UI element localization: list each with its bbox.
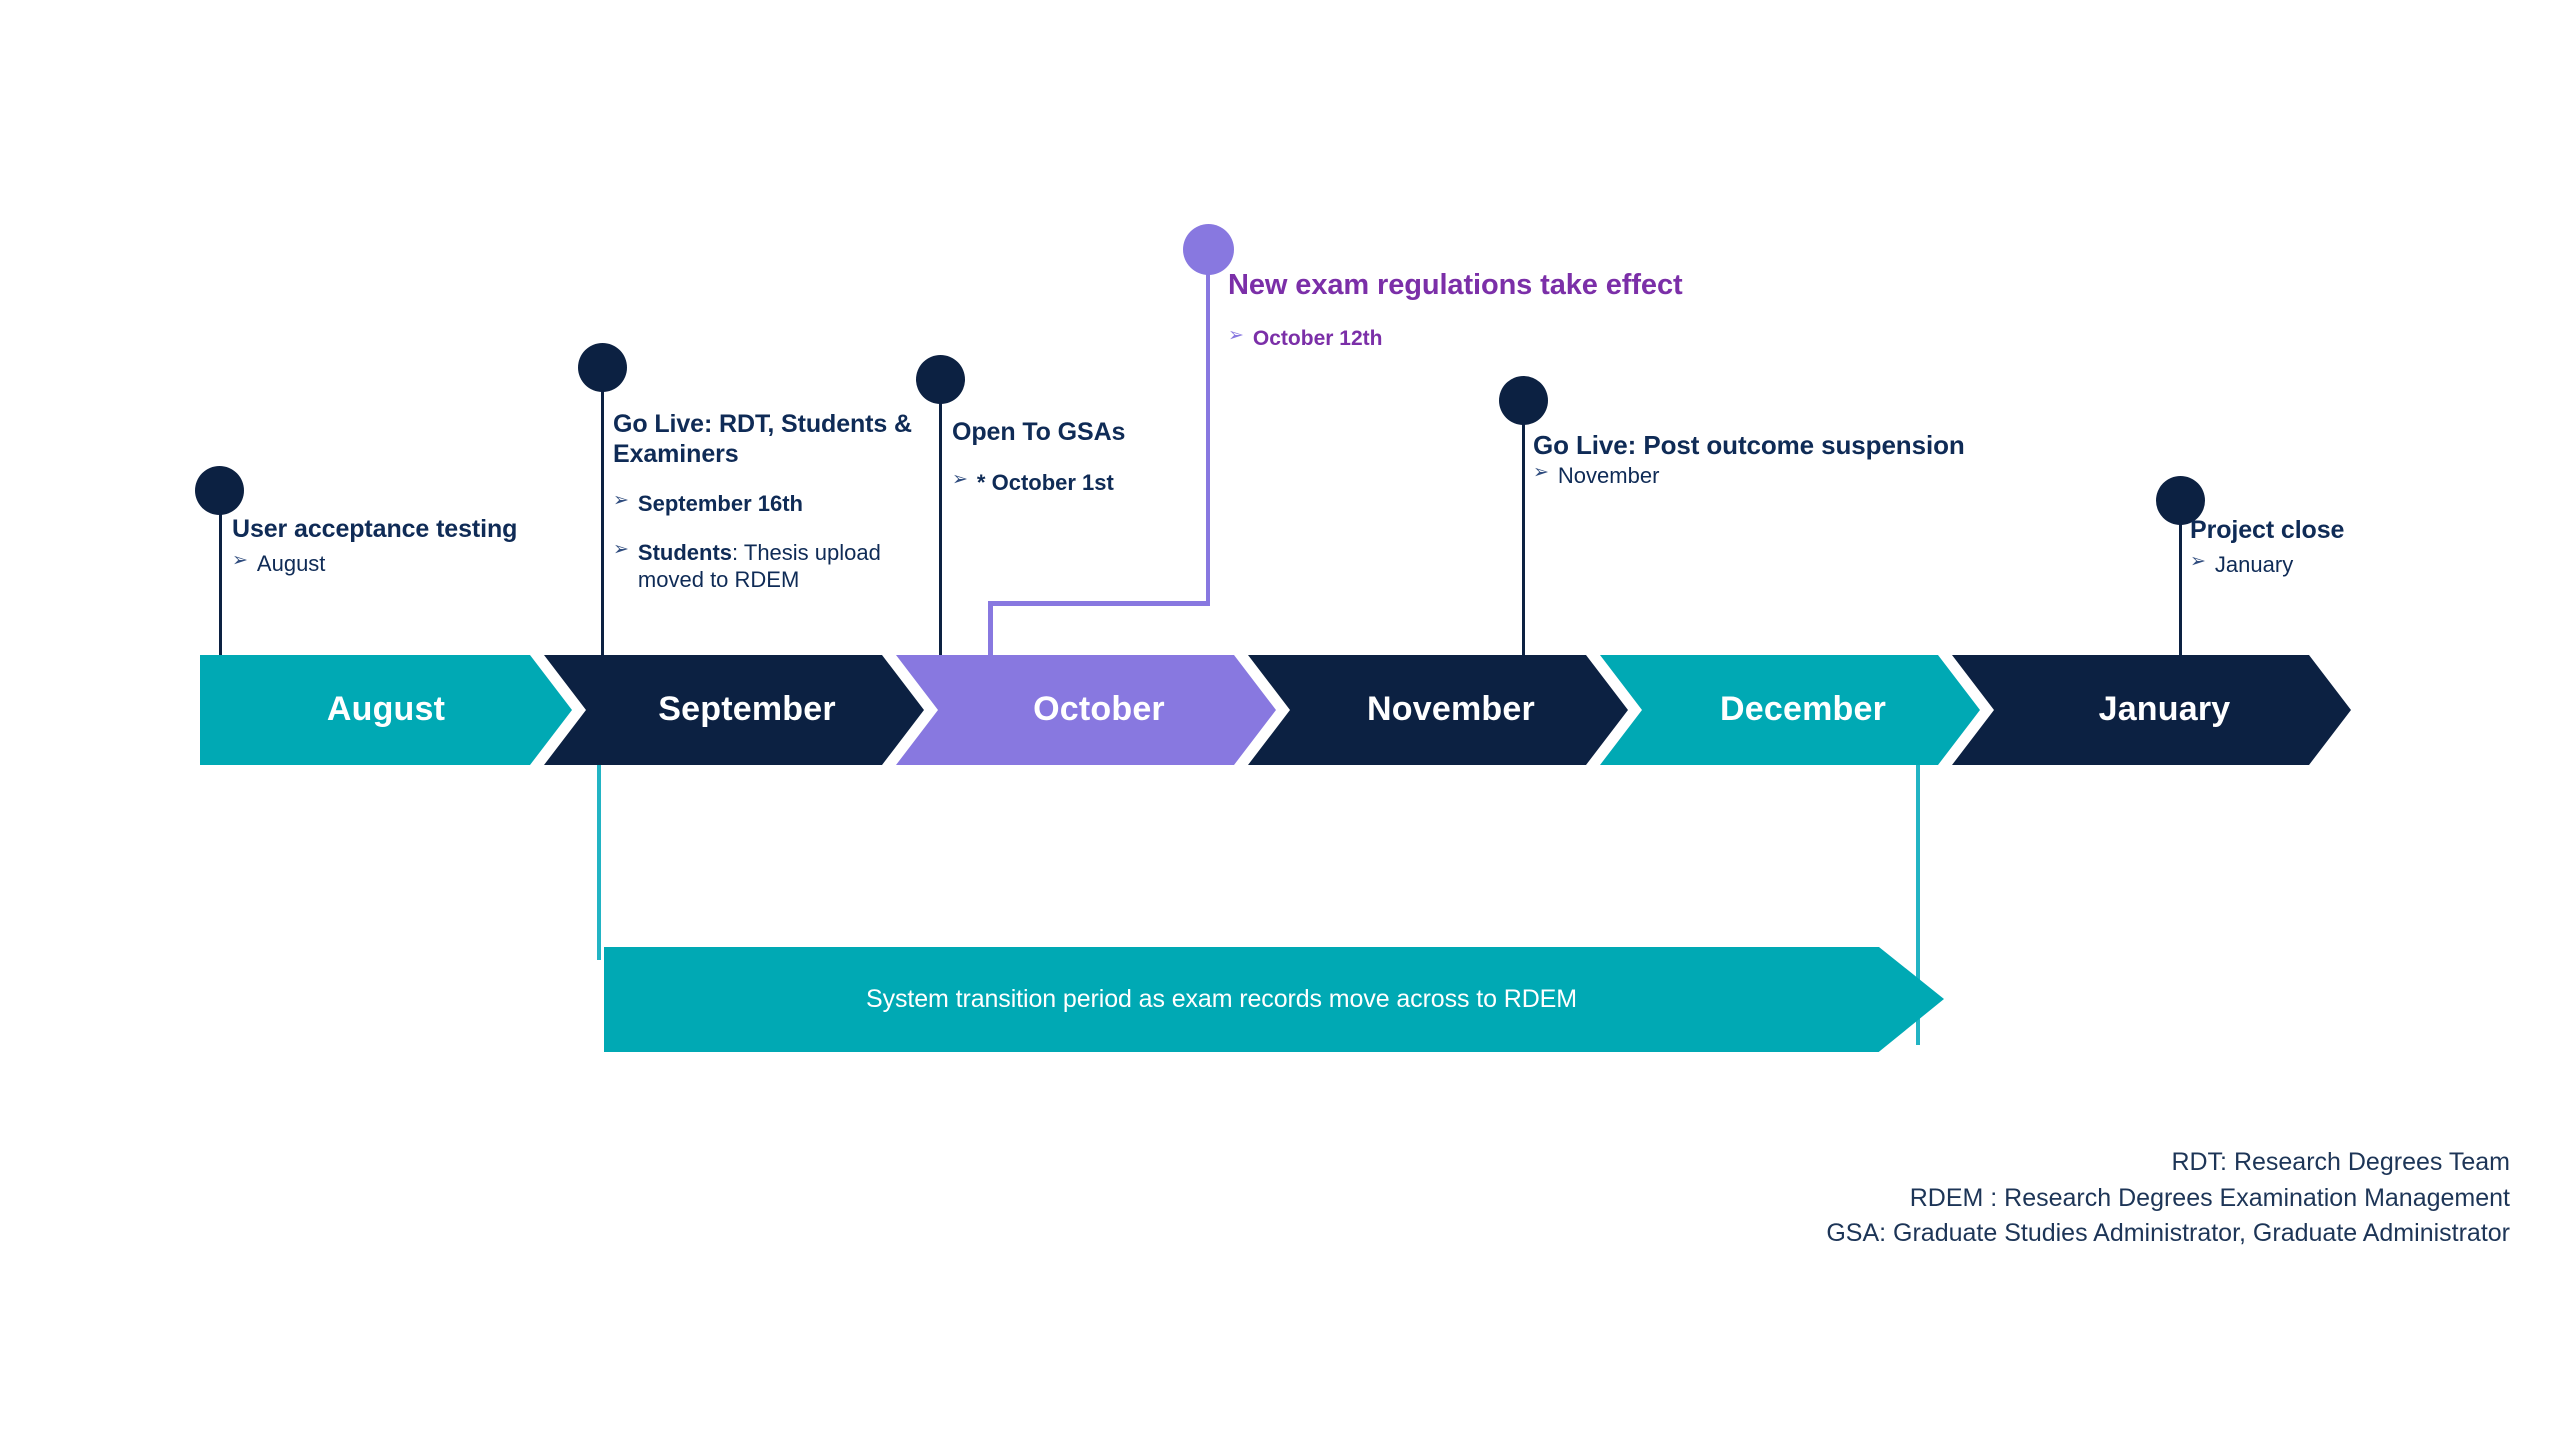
bullet-item: ➢ * October 1st — [952, 468, 1202, 497]
bullet-arrow-icon: ➢ — [613, 490, 629, 511]
bullet-arrow-icon: ➢ — [1533, 461, 1549, 483]
month-label: September — [658, 689, 836, 728]
milestone-user-acceptance-testing: User acceptance testing ➢ August — [232, 515, 577, 581]
month-chevron-january[interactable]: January — [1952, 655, 2351, 765]
marker-dot-november — [1499, 376, 1548, 425]
marker-dot-september — [578, 343, 627, 392]
legend-line: GSA: Graduate Studies Administrator, Gra… — [1826, 1219, 2510, 1247]
month-chevron-bar: August September October November Decemb… — [200, 655, 2375, 765]
bullet-text: September 16th — [637, 491, 803, 516]
marker-dot-january — [2156, 476, 2205, 525]
milestone-project-close: Project close ➢ January — [2190, 516, 2520, 582]
month-chevron-august[interactable]: August — [200, 655, 572, 765]
bullet-arrow-icon: ➢ — [1228, 325, 1244, 347]
marker-stem-october-gsa — [939, 380, 942, 720]
milestone-bullets: ➢ October 12th — [1228, 326, 1848, 352]
month-label: November — [1367, 689, 1535, 728]
bullet-item: ➢ August — [232, 549, 577, 578]
system-transition-arrow: System transition period as exam records… — [604, 947, 1944, 1052]
bullet-item: ➢ January — [2190, 550, 2520, 579]
marker-stem-september — [601, 368, 604, 720]
month-label: January — [2098, 689, 2231, 728]
month-label: October — [1033, 689, 1165, 728]
marker-stem-exam-regulations — [1206, 250, 1210, 605]
bullet-text: January — [2214, 551, 2294, 577]
bullet-text: Students: Thesis upload moved to RDEM — [638, 540, 943, 594]
milestone-open-to-gsas: Open To GSAs ➢ * October 1st — [952, 418, 1202, 500]
marker-stem-november — [1522, 400, 1525, 720]
milestone-new-exam-regulations: New exam regulations take effect ➢ Octob… — [1228, 268, 1848, 356]
marker-stem-august — [219, 490, 222, 720]
bullet-arrow-icon: ➢ — [2190, 550, 2206, 572]
bullet-text: October 12th — [1252, 327, 1383, 351]
milestone-go-live-post-outcome-suspension: Go Live: Post outcome suspension ➢ Novem… — [1533, 430, 2093, 494]
milestone-bullets: ➢ August — [232, 549, 577, 578]
month-chevron-september[interactable]: September — [544, 655, 924, 765]
legend-abbreviations: RDT: Research Degrees Team RDEM : Resear… — [1500, 1145, 2510, 1252]
bullet-rest: : Thesis upload moved to RDEM — [637, 539, 881, 592]
connector-transition-left — [597, 765, 601, 960]
legend-line: RDT: Research Degrees Team — [2171, 1148, 2510, 1176]
bullet-text: * October 1st — [976, 469, 1114, 495]
marker-dot-october-gsa — [916, 355, 965, 404]
milestone-title: Go Live: Post outcome suspension — [1533, 430, 1965, 460]
month-chevron-november[interactable]: November — [1248, 655, 1628, 765]
milestone-title: User acceptance testing — [232, 515, 518, 543]
bullet-item: ➢ November — [1533, 461, 2093, 490]
milestone-bullets: ➢ January — [2190, 550, 2520, 579]
connector-exam-regulations-vertical — [988, 601, 993, 661]
milestone-bullets: ➢ September 16th ➢ Students: Thesis uplo… — [613, 491, 943, 593]
bullet-arrow-icon: ➢ — [232, 549, 248, 571]
bullet-strong: Students — [637, 539, 733, 565]
milestone-title: Open To GSAs — [952, 418, 1126, 446]
marker-dot-august — [195, 466, 244, 515]
transition-arrow-label: System transition period as exam records… — [866, 985, 1577, 1013]
bullet-item: ➢ October 12th — [1228, 326, 1848, 352]
milestone-bullets: ➢ * October 1st — [952, 468, 1202, 497]
month-chevron-december[interactable]: December — [1600, 655, 1980, 765]
connector-transition-right — [1916, 765, 1920, 1045]
bullet-text: August — [256, 550, 326, 576]
month-chevron-october[interactable]: October — [896, 655, 1276, 765]
milestone-go-live-rdt-students-examiners: Go Live: RDT, Students & Examiners ➢ Sep… — [613, 410, 943, 597]
milestone-title: Project close — [2190, 516, 2345, 544]
connector-exam-regulations-horizontal — [988, 601, 1210, 606]
marker-dot-exam-regulations — [1183, 224, 1234, 275]
bullet-text: November — [1557, 462, 1660, 488]
milestone-title: Go Live: RDT, Students & Examiners — [613, 410, 913, 468]
marker-stem-january — [2179, 500, 2182, 720]
milestone-bullets: ➢ November — [1533, 461, 2093, 490]
month-label: December — [1719, 689, 1887, 728]
month-label: August — [326, 689, 446, 728]
bullet-item: ➢ September 16th — [613, 491, 943, 518]
bullet-item: ➢ Students: Thesis upload moved to RDEM — [613, 538, 943, 594]
milestone-title: New exam regulations take effect — [1228, 269, 1683, 301]
bullet-arrow-icon: ➢ — [613, 538, 629, 560]
bullet-arrow-icon: ➢ — [952, 468, 968, 490]
legend-line: RDEM : Research Degrees Examination Mana… — [1909, 1183, 2510, 1212]
